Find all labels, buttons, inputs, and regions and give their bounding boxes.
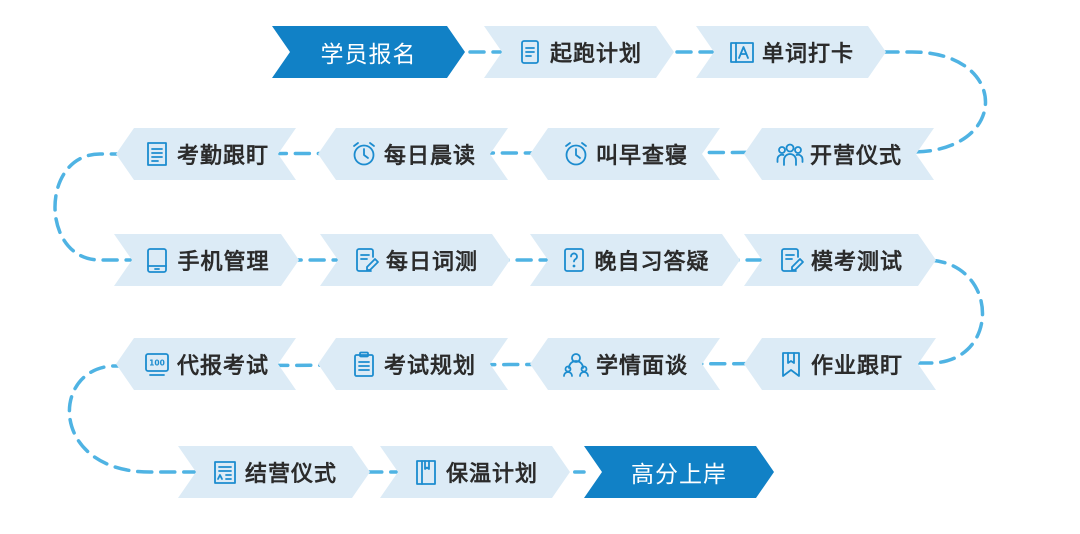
arrow-shape	[584, 446, 774, 498]
book-icon	[416, 460, 436, 485]
flow-step-label: 每日词测	[385, 250, 478, 275]
flow-step-label: 手机管理	[177, 250, 270, 275]
flow-step: 结营仪式	[178, 446, 370, 498]
flow-step-label: 保温计划	[445, 462, 538, 487]
flow-step: 作业跟盯	[744, 338, 936, 390]
flow-step-label: 模考测试	[810, 250, 903, 275]
arrow-shape	[272, 26, 465, 78]
flow-step: 保温计划	[380, 446, 570, 498]
flow-step: 考勤跟盯	[116, 128, 296, 180]
flow-step: 考试规划	[318, 338, 508, 390]
arrow-shape	[178, 446, 370, 498]
flow-step: 每日词测	[320, 234, 510, 286]
letter-card-icon	[730, 42, 754, 63]
alarm-clock-icon	[353, 142, 375, 166]
flow-step-label: 作业跟盯	[810, 354, 903, 379]
flow-step-label: 单词打卡	[761, 42, 854, 67]
score-100-icon: 100	[145, 353, 169, 376]
arrow-shape	[318, 128, 508, 180]
dashed-connector-line	[53, 50, 988, 474]
arrow-shape	[530, 338, 720, 390]
flow-step-label: 考勤跟盯	[176, 144, 269, 169]
flow-step-label: 开营仪式	[809, 144, 902, 169]
edit-document-icon	[781, 248, 804, 272]
flow-step-label: 结营仪式	[244, 462, 337, 487]
arrow-shape	[744, 234, 936, 286]
flow-step-label: 代报考试	[176, 354, 269, 379]
question-document-icon	[564, 248, 585, 272]
flow-step-label: 学员报名	[320, 42, 417, 68]
svg-text:100: 100	[149, 359, 165, 368]
arrow-shape	[484, 26, 674, 78]
people-group-icon	[776, 143, 804, 166]
alarm-clock-icon	[565, 142, 587, 166]
flow-step-label: 叫早查寝	[595, 144, 688, 169]
flow-step: 学员报名	[272, 26, 465, 78]
flow-step: 起跑计划	[484, 26, 674, 78]
arrow-shape	[744, 128, 934, 180]
flow-step-label: 晚自习答疑	[594, 250, 710, 275]
flow-step: 每日晨读	[318, 128, 508, 180]
arrow-shape	[116, 128, 296, 180]
flow-step: 100 代报考试	[116, 338, 296, 390]
arrow-shape	[696, 26, 886, 78]
checklist-icon	[147, 142, 167, 166]
flow-step: 叫早查寝	[530, 128, 720, 180]
flow-step: 学情面谈	[530, 338, 720, 390]
arrow-shape	[530, 234, 740, 286]
edit-document-icon	[356, 248, 379, 272]
flow-step-label: 起跑计划	[549, 42, 642, 67]
clipboard-icon	[354, 351, 374, 377]
flow-step: 高分上岸	[584, 446, 774, 498]
arrow-shape	[744, 338, 936, 390]
flow-step-label: 学情面谈	[595, 354, 688, 379]
arrow-shape	[116, 338, 296, 390]
flow-step-label: 考试规划	[383, 354, 476, 379]
flow-step: 单词打卡	[696, 26, 886, 78]
certificate-icon	[214, 461, 236, 484]
document-icon	[521, 40, 539, 64]
arrow-shape	[380, 446, 570, 498]
arrow-shape	[320, 234, 510, 286]
arrow-shape	[530, 128, 720, 180]
arrow-shape	[318, 338, 508, 390]
arrow-shape	[114, 234, 299, 286]
flow-step-label: 每日晨读	[383, 144, 476, 169]
meeting-icon	[563, 353, 589, 377]
flow-step-label: 高分上岸	[631, 462, 727, 488]
tablet-icon	[147, 248, 168, 273]
flow-step: 手机管理	[114, 234, 299, 286]
flow-step: 模考测试	[744, 234, 936, 286]
flow-step: 开营仪式	[744, 128, 934, 180]
bookmark-icon	[782, 352, 800, 377]
flow-step: 晚自习答疑	[530, 234, 740, 286]
